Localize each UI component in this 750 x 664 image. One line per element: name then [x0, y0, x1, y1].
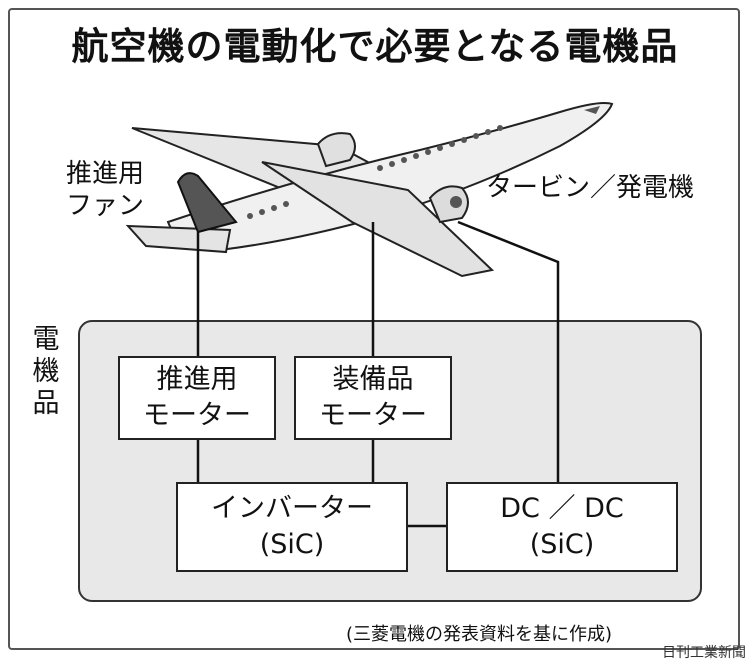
line-turbine-to-dcdc: [457, 220, 560, 482]
label-electrical-components: 電 機 品: [32, 324, 60, 419]
box-dcdc: DC ／ DC (SiC): [446, 482, 678, 572]
airplane-near-wing: [261, 161, 495, 278]
label-propulsion-fan: 推進用 ファン: [66, 159, 145, 221]
airplane-near-engine: [428, 185, 469, 224]
label-turbine-generator: タービン／発電機: [486, 173, 695, 203]
box-propulsion-motor: 推進用 モーター: [118, 356, 276, 440]
airplane-tail-fan: [176, 172, 238, 234]
diagram-title: 航空機の電動化で必要となる電機品: [71, 25, 679, 68]
airplane-windows: [247, 125, 503, 219]
airplane-tail-stabilizer: [125, 224, 232, 254]
airplane-far-engine: [316, 132, 356, 168]
box-inverter: インバーター (SiC): [176, 482, 408, 572]
airplane-fuselage: [166, 102, 614, 252]
box-equipment-motor: 装備品 モーター: [294, 356, 452, 440]
publisher-credit: 日刊工業新聞: [662, 645, 746, 661]
source-note: (三菱電機の発表資料を基に作成): [346, 624, 613, 645]
connection-lines: [196, 220, 560, 528]
